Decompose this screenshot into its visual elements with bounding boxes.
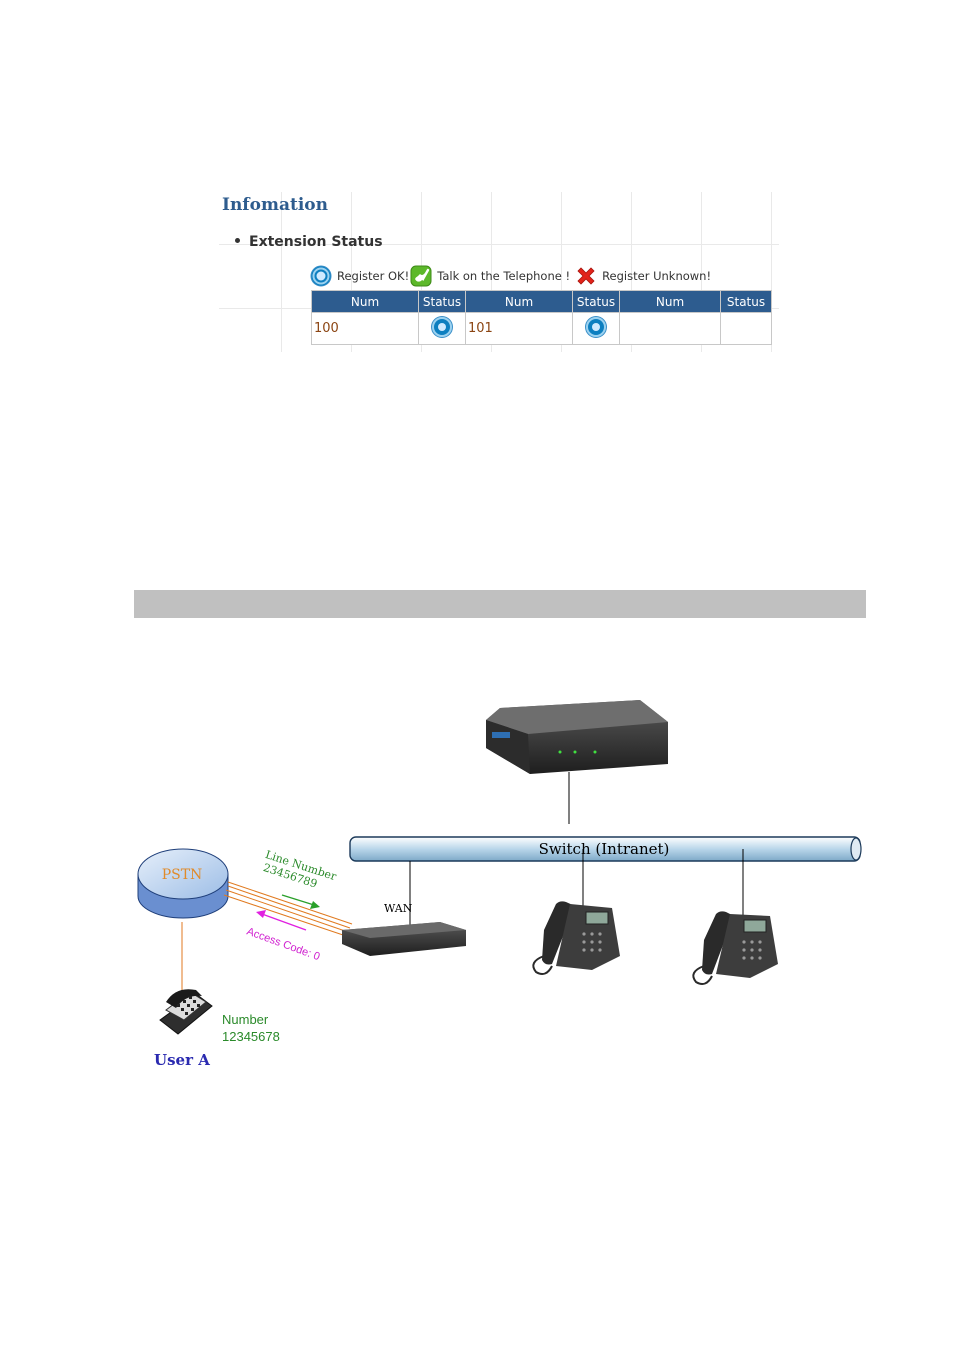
column-header-status: Status [721,291,772,313]
talk-on-telephone-icon [410,265,432,287]
column-header-status: Status [573,291,620,313]
column-header-num: Num [620,291,721,313]
extension-status-cell [419,313,466,345]
register-ok-icon [586,317,606,337]
legend-register-unknown: Register Unknown! [575,265,711,287]
voip-gateway-device-icon [342,922,466,956]
extension-num-cell [620,313,721,345]
switch-label: Switch (Intranet) [539,840,670,858]
user-number-label: Number [222,1012,269,1027]
panel-title: Infomation [222,195,328,215]
user-number-value: 12345678 [222,1029,280,1044]
legend-register-ok: Register OK! [310,265,409,287]
ip-phone-icon [693,911,778,984]
table-row: 100 101 [312,313,772,345]
extension-status-table: Num Status Num Status Num Status 100 101 [311,290,772,345]
register-ok-icon [432,317,452,337]
section-divider-bar [134,590,866,618]
table-header-row: Num Status Num Status Num Status [312,291,772,313]
analog-telephone-icon [160,989,212,1034]
register-unknown-icon [575,265,597,287]
extension-num-cell: 100 [312,313,419,345]
legend-talk-on-telephone-label: Talk on the Telephone ! [437,269,570,283]
legend-talk-on-telephone: Talk on the Telephone ! [409,265,570,287]
ip-pbx-device-icon [486,700,668,774]
status-legend: Register OK! Talk on the Telephone ! Reg… [310,264,711,288]
legend-register-unknown-label: Register Unknown! [602,269,711,283]
legend-register-ok-label: Register OK! [337,269,409,283]
column-header-num: Num [466,291,573,313]
section-heading: Extension Status [235,234,383,250]
access-code-label: Access Code: 0 [245,926,322,964]
extension-status-panel: Infomation Extension Status Register OK!… [219,192,779,352]
extension-status-cell [721,313,772,345]
section-heading-label: Extension Status [249,234,383,250]
extension-num-cell: 101 [466,313,573,345]
ip-phone-icon [533,901,620,974]
column-header-num: Num [312,291,419,313]
register-ok-icon [310,265,332,287]
wan-label: WAN [384,902,413,915]
user-label: User A [154,1051,210,1069]
network-diagram: Switch (Intranet) PSTN Line Number 23456… [0,690,954,1090]
pstn-cloud-icon [138,849,228,918]
extension-status-cell [573,313,620,345]
column-header-status: Status [419,291,466,313]
bullet-icon [235,238,240,243]
pstn-label: PSTN [162,867,203,883]
